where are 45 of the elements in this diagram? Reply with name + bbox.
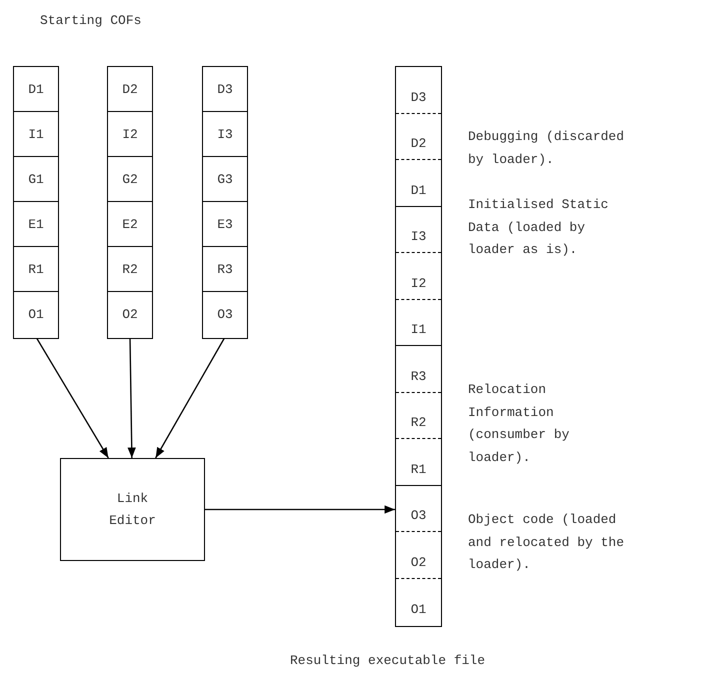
file-section: E3 [203,202,247,247]
annotation-text: Debugging (discarded by loader). [468,128,626,169]
heading-text: Starting COFs [40,12,142,30]
file-section: R1 [14,247,58,292]
file-section: I2 [396,253,441,300]
file-section: O1 [396,578,441,625]
file-column [107,66,153,339]
file-section: I3 [203,112,247,157]
heading-text: Resulting executable file [290,652,486,670]
process-box: Link Editor [60,458,205,561]
file-column [13,66,59,339]
file-section: O3 [396,486,441,532]
annotation-text: Relocation Information (consumber by loader). [468,381,570,468]
annotation-text: Object code (loaded and relocated by the loader). [468,511,626,574]
file-column [202,66,248,339]
file-section: R2 [396,392,441,439]
file-section: R1 [396,439,441,486]
annotation-text: Initialised Static Data (loaded by loader as is). [468,196,608,260]
file-section: O3 [203,292,247,337]
arrow [128,336,136,458]
file-section: R3 [203,247,247,292]
file-section: R3 [396,346,441,392]
file-section: G3 [203,157,247,202]
arrow [205,505,395,514]
file-section: I1 [14,112,58,157]
file-section: O2 [108,292,152,337]
file-section: I3 [396,206,441,253]
file-section: O2 [396,532,441,578]
file-section: G2 [108,157,152,202]
arrow [35,336,109,458]
file-section: D3 [396,67,441,114]
file-section: D3 [203,67,247,112]
file-column [395,66,442,627]
arrow [155,336,226,458]
file-section: I1 [396,300,441,346]
file-section: D2 [108,67,152,112]
file-section: G1 [14,157,58,202]
file-section: E1 [14,202,58,247]
file-section: E2 [108,202,152,247]
file-section: D1 [396,160,441,206]
file-section: R2 [108,247,152,292]
file-section: O1 [14,292,58,337]
file-section: D1 [14,67,58,112]
file-section: I2 [108,112,152,157]
file-section: D2 [396,114,441,160]
